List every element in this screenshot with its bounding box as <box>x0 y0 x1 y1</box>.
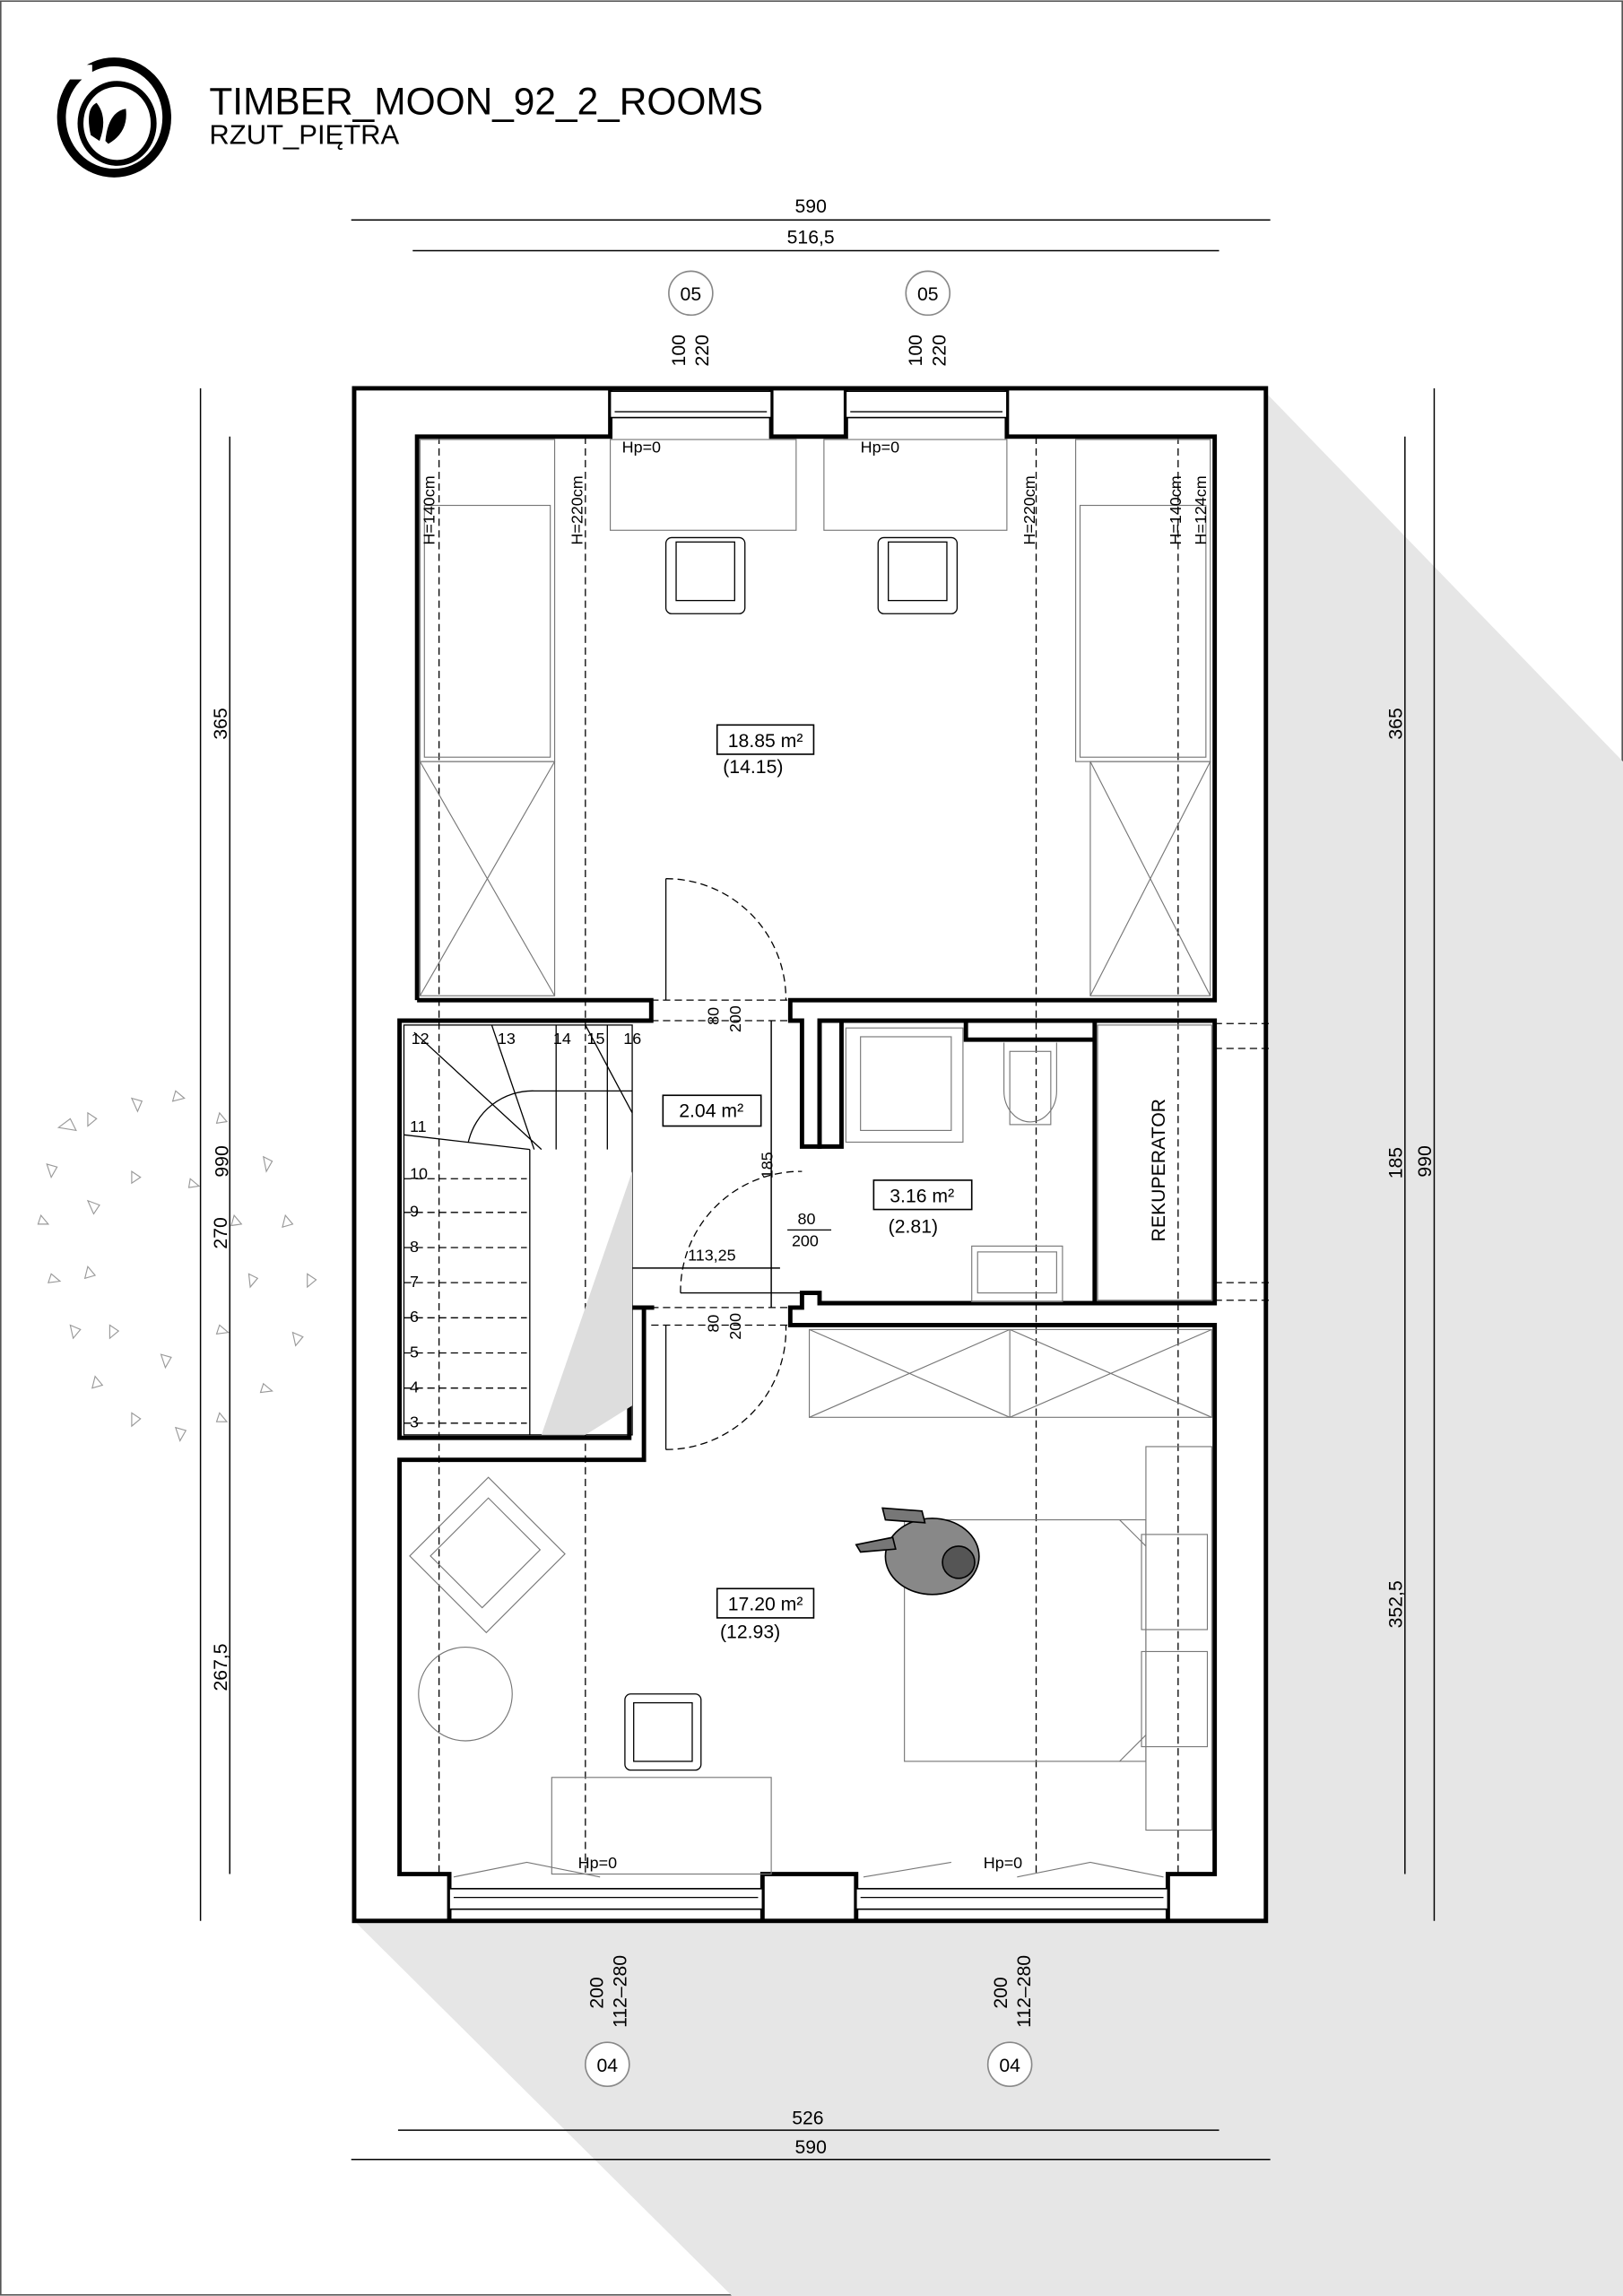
door-size: 200 <box>726 1005 744 1032</box>
left-dimensions: 990 365 270 267,5 <box>199 387 233 1921</box>
svg-text:990: 990 <box>1415 1145 1436 1177</box>
svg-text:100: 100 <box>669 335 690 366</box>
svg-text:112–280: 112–280 <box>1014 1955 1035 2028</box>
tree-icon <box>37 1090 317 1442</box>
svg-text:15: 15 <box>586 1030 604 1048</box>
svg-text:13: 13 <box>498 1030 516 1048</box>
svg-text:05: 05 <box>681 284 702 305</box>
height-label: H=124cm <box>1192 475 1210 544</box>
svg-text:365: 365 <box>211 708 231 739</box>
door-size: 80 <box>704 1315 722 1333</box>
upper-room-furniture <box>419 439 1211 996</box>
door-size: 80 <box>797 1210 815 1228</box>
window-tag-top-1: 05 100 220 <box>668 270 714 366</box>
svg-text:526: 526 <box>792 2109 823 2129</box>
recuperator-label: REKUPERATOR <box>1149 1099 1169 1241</box>
sill-height-label: Hp=0 <box>578 1854 617 1872</box>
svg-text:3.16 m²: 3.16 m² <box>890 1186 954 1206</box>
svg-text:5: 5 <box>410 1343 419 1361</box>
window-tag-top-2: 05 100 220 <box>905 270 951 366</box>
svg-text:365: 365 <box>1386 708 1407 739</box>
outer-wall <box>352 386 1269 1924</box>
svg-text:(12.93): (12.93) <box>720 1622 780 1643</box>
bottom-dimensions: 526 590 <box>351 2109 1271 2161</box>
svg-text:(14.15): (14.15) <box>723 757 783 778</box>
door-size: 200 <box>726 1313 744 1340</box>
roof-slope-lines <box>438 436 1273 1874</box>
svg-text:05: 05 <box>917 284 939 305</box>
room-label-bedroom-2: 17.20 m² (12.93) <box>716 1587 815 1643</box>
svg-text:590: 590 <box>794 2137 826 2158</box>
svg-text:4: 4 <box>410 1378 419 1396</box>
door-size: 200 <box>792 1231 819 1249</box>
door-size: 80 <box>704 1007 722 1025</box>
room-label-bedroom-1: 18.85 m² (14.15) <box>716 724 815 778</box>
plan-subtitle: RZUT_PIĘTRA <box>209 118 399 150</box>
svg-text:04: 04 <box>999 2056 1020 2076</box>
window-tag-bottom-2: 200 112–280 04 <box>986 1955 1035 2087</box>
sill-height-label: Hp=0 <box>622 439 661 457</box>
sill-height-label: Hp=0 <box>984 1854 1022 1872</box>
room-label-bathroom: 3.16 m² (2.81) <box>872 1179 973 1238</box>
svg-text:17.20 m²: 17.20 m² <box>728 1595 803 1615</box>
svg-text:352,5: 352,5 <box>1386 1580 1407 1628</box>
svg-text:6: 6 <box>410 1308 419 1326</box>
hall-width-dim: 113,25 <box>688 1247 736 1265</box>
svg-text:16: 16 <box>623 1030 641 1048</box>
svg-text:112–280: 112–280 <box>611 1955 631 2028</box>
svg-text:200: 200 <box>991 1977 1011 2008</box>
window-tag-bottom-1: 200 112–280 04 <box>585 1955 631 2087</box>
svg-text:10: 10 <box>410 1164 428 1182</box>
svg-text:270: 270 <box>211 1217 231 1248</box>
svg-text:18.85 m²: 18.85 m² <box>728 731 803 752</box>
height-label: H=220cm <box>568 475 586 544</box>
svg-text:9: 9 <box>410 1203 419 1221</box>
person-figure <box>855 1507 980 1596</box>
svg-text:220: 220 <box>929 335 950 366</box>
dim-top-outer: 590 <box>794 196 826 217</box>
height-label: H=140cm <box>421 475 438 544</box>
svg-text:7: 7 <box>410 1273 419 1291</box>
svg-text:2.04 m²: 2.04 m² <box>679 1101 743 1122</box>
hall-length-dim: 185 <box>759 1152 777 1178</box>
doors <box>651 878 803 1450</box>
svg-text:990: 990 <box>213 1145 233 1177</box>
svg-text:11: 11 <box>410 1118 427 1135</box>
height-label: H=140cm <box>1167 475 1185 544</box>
plan-title: TIMBER_MOON_92_2_ROOMS <box>209 81 763 123</box>
shadow <box>353 392 1623 2296</box>
svg-text:3: 3 <box>410 1413 419 1431</box>
stair-step-numbers: 3 4 5 6 7 8 9 10 11 12 13 14 15 16 <box>410 1030 641 1431</box>
right-dimensions: 990 365 185 352,5 <box>1386 387 1436 1921</box>
svg-text:185: 185 <box>1386 1147 1407 1178</box>
svg-text:14: 14 <box>553 1030 571 1048</box>
svg-text:100: 100 <box>906 335 926 366</box>
svg-text:267,5: 267,5 <box>211 1643 231 1691</box>
sill-height-label: Hp=0 <box>861 439 899 457</box>
svg-text:(2.81): (2.81) <box>889 1217 938 1238</box>
bathroom-fixtures <box>845 1024 1212 1302</box>
svg-text:8: 8 <box>410 1238 419 1256</box>
logo <box>56 57 171 178</box>
room-label-hall: 2.04 m² <box>662 1094 762 1127</box>
height-label: H=220cm <box>1020 475 1038 544</box>
lower-room-furniture <box>409 1328 1212 1878</box>
staircase <box>403 1024 633 1436</box>
svg-text:04: 04 <box>597 2056 619 2076</box>
dim-top-inner: 516,5 <box>787 227 835 248</box>
svg-text:12: 12 <box>412 1030 430 1048</box>
svg-text:200: 200 <box>586 1977 607 2008</box>
svg-text:220: 220 <box>692 335 713 366</box>
walls <box>397 387 1218 1921</box>
top-dimensions: 590 516,5 <box>351 196 1271 252</box>
